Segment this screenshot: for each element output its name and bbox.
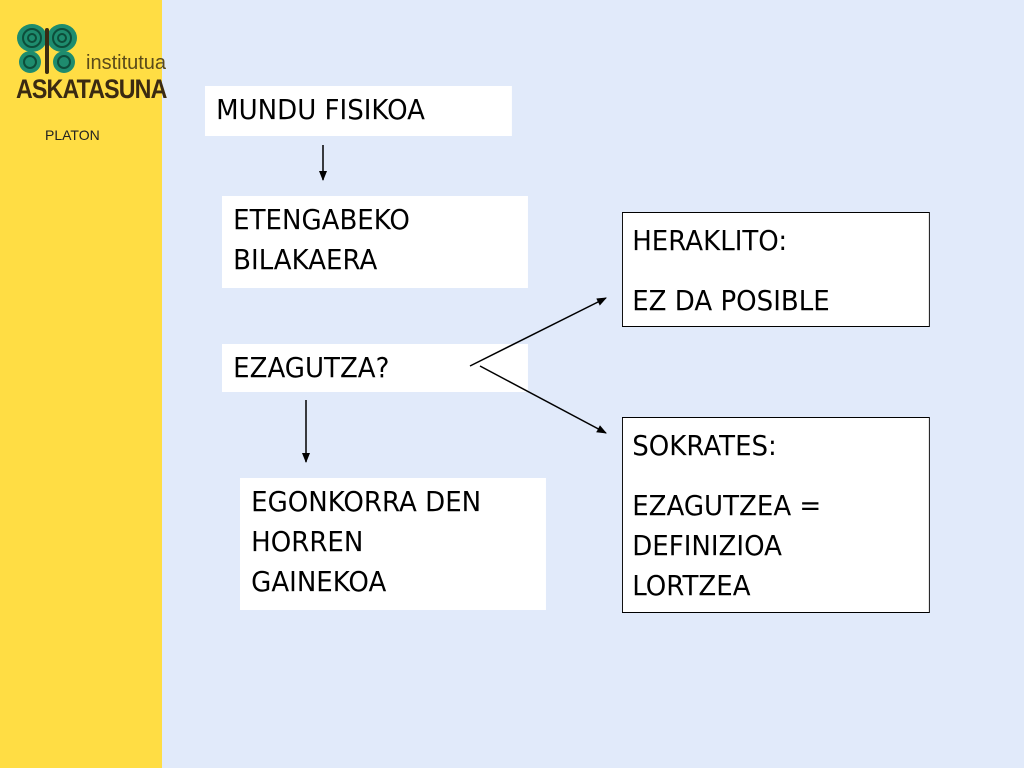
sokrates-box: SOKRATES: EZAGUTZEA = DEFINIZIOA LORTZEA xyxy=(622,417,930,613)
arrow-ezagutza-to-sokrates xyxy=(479,365,607,434)
butterfly-icon xyxy=(17,24,77,74)
logo-title: ASKATASUNA xyxy=(16,74,167,104)
etengabeko-box: ETENGABEKO BILAKAERA xyxy=(222,196,528,288)
egonkorra-line-3: GAINEKOA xyxy=(251,565,387,598)
sokrates-line-3: LORTZEA xyxy=(632,569,751,602)
egonkorra-line-2: HORREN xyxy=(251,525,364,558)
ezagutza-text: EZAGUTZA? xyxy=(233,351,390,384)
etengabeko-line-2: BILAKAERA xyxy=(233,243,378,276)
ezagutza-box: EZAGUTZA? xyxy=(222,344,528,392)
heraklito-text: EZ DA POSIBLE xyxy=(632,284,830,317)
arrow-ezagutza-to-heraklito xyxy=(469,297,607,367)
sokrates-title: SOKRATES: xyxy=(632,429,777,462)
egonkorra-box: EGONKORRA DEN HORREN GAINEKOA xyxy=(240,478,546,610)
etengabeko-line-1: ETENGABEKO xyxy=(233,203,410,236)
egonkorra-line-1: EGONKORRA DEN xyxy=(251,485,482,518)
section-label: PLATON xyxy=(45,127,100,143)
mundu-fisikoa-box: MUNDU FISIKOA xyxy=(205,86,512,136)
mundu-fisikoa-text: MUNDU FISIKOA xyxy=(216,93,425,126)
heraklito-box: HERAKLITO: EZ DA POSIBLE xyxy=(622,212,930,327)
heraklito-title: HERAKLITO: xyxy=(632,224,788,257)
askatasuna-logo: institutua ASKATASUNA xyxy=(14,22,167,104)
sokrates-line-2: DEFINIZIOA xyxy=(632,529,782,562)
sidebar: institutua ASKATASUNA PLATON xyxy=(0,0,167,768)
logo-subtitle: institutua xyxy=(86,52,167,74)
sokrates-line-1: EZAGUTZEA = xyxy=(632,489,822,522)
